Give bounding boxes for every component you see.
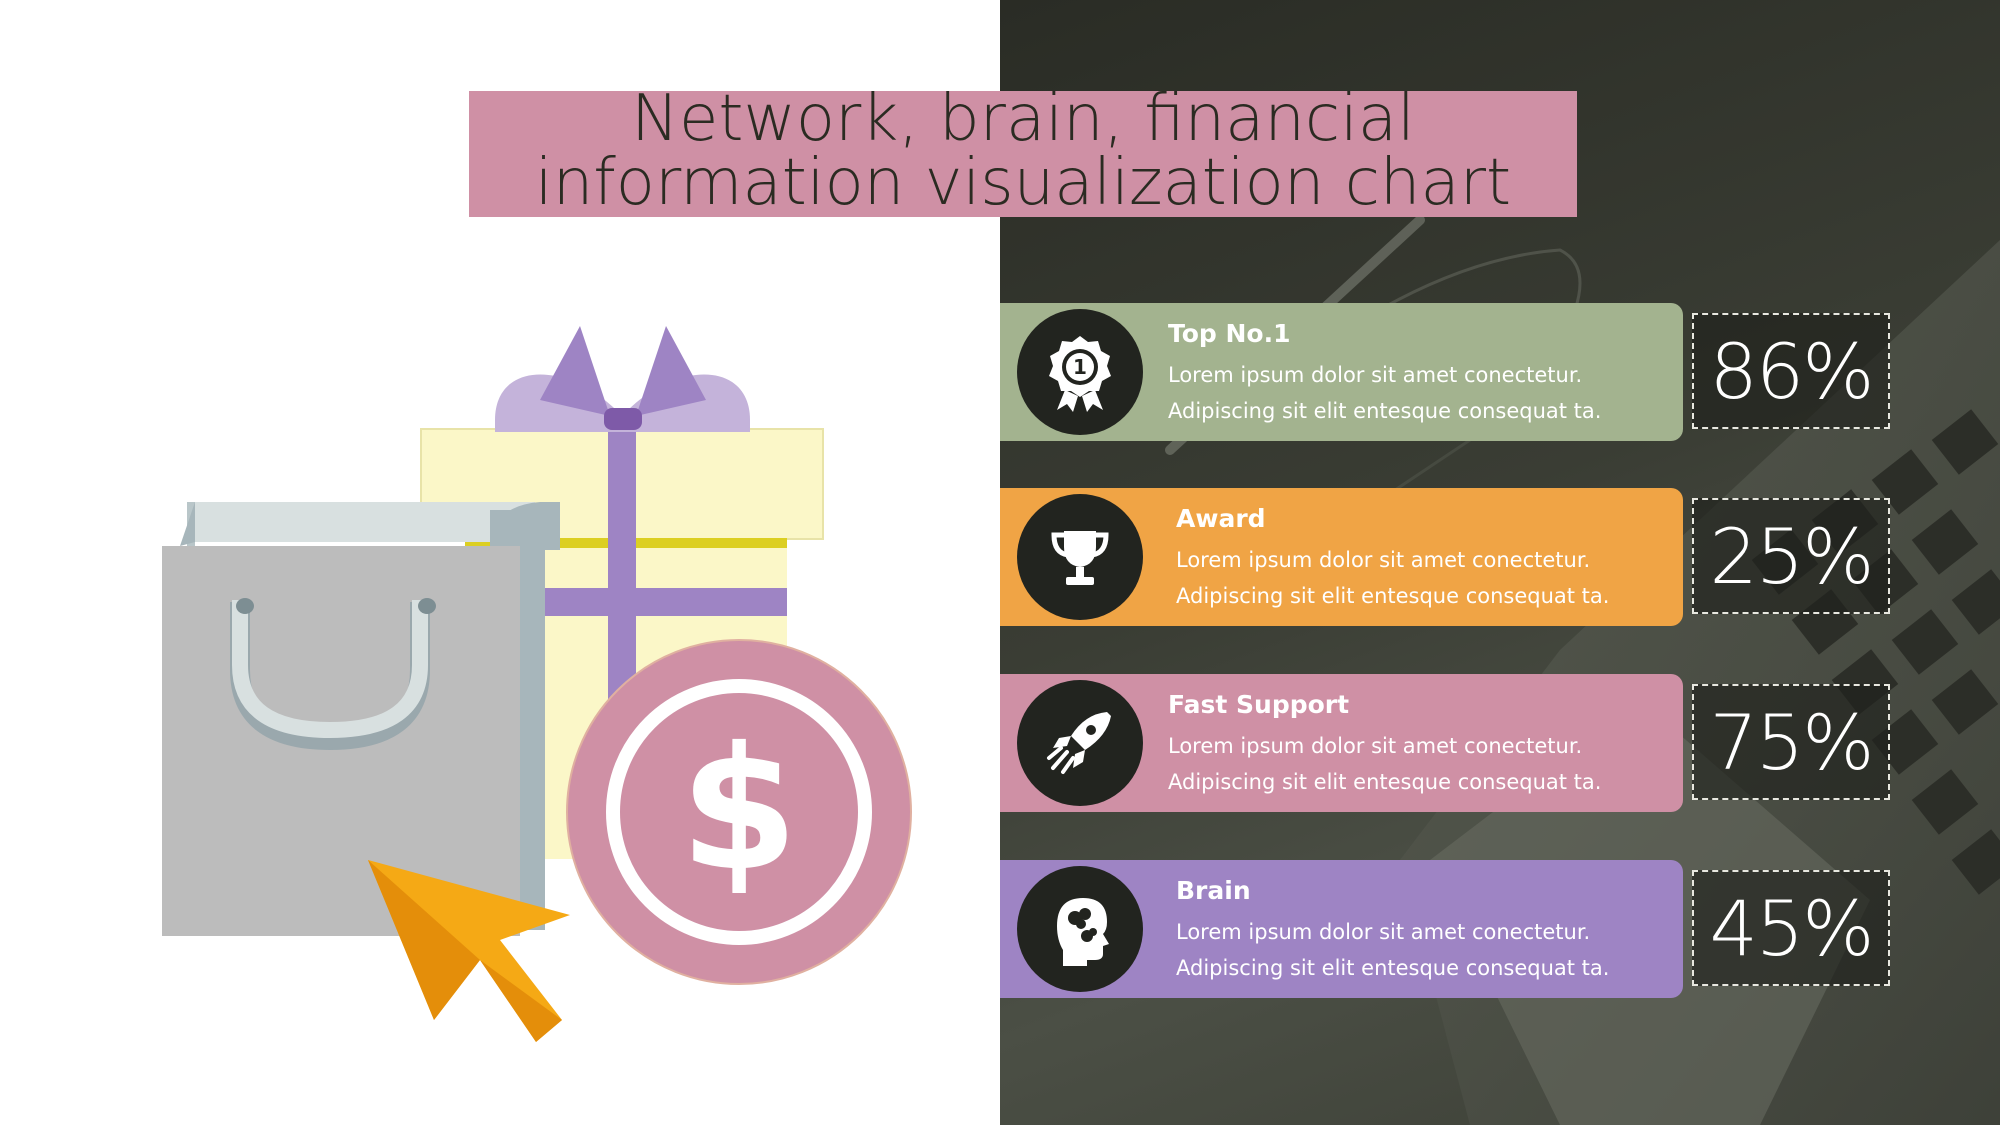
page-title: Network, brain, financial information vi… bbox=[534, 82, 1512, 220]
list-item: Brain Lorem ipsum dolor sit amet conecte… bbox=[1000, 860, 1900, 998]
svg-text:1: 1 bbox=[1073, 355, 1087, 379]
percent-box: 25% bbox=[1692, 498, 1890, 614]
percent-value: 86% bbox=[1709, 326, 1875, 416]
shopping-bag-icon bbox=[162, 502, 560, 936]
cursor-arrow-icon bbox=[368, 860, 570, 1042]
rocket-icon bbox=[1017, 680, 1143, 806]
item-body: Lorem ipsum dolor sit amet conectetur. A… bbox=[1168, 734, 1602, 794]
percent-value: 75% bbox=[1709, 697, 1875, 787]
dollar-coin-icon: $ bbox=[566, 639, 912, 985]
title-banner: Network, brain, financial information vi… bbox=[469, 87, 1577, 217]
percent-value: 45% bbox=[1709, 883, 1875, 973]
percent-box: 45% bbox=[1692, 870, 1890, 986]
item-heading: Brain bbox=[1176, 876, 1251, 905]
brain-head-icon bbox=[1017, 866, 1143, 992]
item-heading: Award bbox=[1176, 504, 1266, 533]
trophy-icon bbox=[1017, 494, 1143, 620]
percent-box: 75% bbox=[1692, 684, 1890, 800]
item-heading: Top No.1 bbox=[1168, 319, 1291, 348]
item-body: Lorem ipsum dolor sit amet conectetur. A… bbox=[1176, 548, 1610, 608]
shopping-illustration: $ bbox=[162, 326, 912, 1042]
list-item: Fast Support Lorem ipsum dolor sit amet … bbox=[1000, 674, 1900, 812]
percent-box: 86% bbox=[1692, 313, 1890, 429]
svg-text:$: $ bbox=[680, 711, 798, 909]
list-item: Award Lorem ipsum dolor sit amet conecte… bbox=[1000, 488, 1900, 626]
list-item: 1 Top No.1 Lorem ipsum dolor sit amet co… bbox=[1000, 303, 1900, 441]
item-body: Lorem ipsum dolor sit amet conectetur. A… bbox=[1168, 363, 1602, 423]
item-body: Lorem ipsum dolor sit amet conectetur. A… bbox=[1176, 920, 1610, 980]
percent-value: 25% bbox=[1709, 511, 1875, 601]
award-ribbon-icon: 1 bbox=[1017, 309, 1143, 435]
item-heading: Fast Support bbox=[1168, 690, 1350, 719]
